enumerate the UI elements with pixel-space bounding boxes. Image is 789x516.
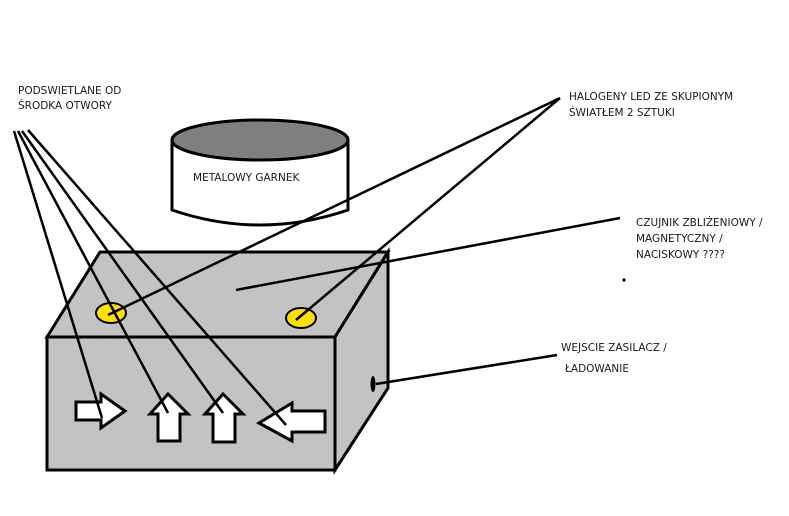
stray-dot [622,278,626,282]
label-power: WEJSCIE ZASILACZ / ŁADOWANIE [561,342,667,375]
label-line: ŚWIATŁEM 2 SZTUKI [569,106,675,119]
label-backlit-holes: PODSWIETLANE OD ŚRODKA OTWORY [18,85,121,112]
leader-line [27,129,287,426]
label-line: HALOGENY LED ZE SKUPIONYM [569,91,733,103]
leader-line [20,130,225,414]
label-line: NACISKOWY ???? [636,249,725,261]
leader-line [16,130,170,414]
arrow-up-2 [201,391,247,444]
label-line: ŚRODKA OTWORY [18,99,112,112]
pot-lid [170,118,350,162]
leader-line [375,353,558,386]
label-line: CZUJNIK ZBLIŻENIOWY / [636,216,763,229]
led-right [285,307,317,329]
leader-line [12,130,104,419]
label-line: MAGNETYCZNY / [636,233,723,245]
power-socket [370,376,376,392]
arrow-left [255,400,327,444]
leader-line [107,96,561,317]
label-sensor: CZUJNIK ZBLIŻENIOWY / MAGNETYCZNY / NACI… [636,216,763,261]
label-halogen: HALOGENY LED ZE SKUPIONYM ŚWIATŁEM 2 SZT… [569,91,733,119]
label-line: WEJSCIE ZASILACZ / [561,342,667,354]
leader-line [295,97,561,321]
front-arrows [74,391,327,444]
arrow-up-1 [146,391,192,443]
metal-pot: METALOWY GARNEK [170,118,350,227]
box-top [44,250,391,339]
pot-body [170,140,350,227]
label-line: PODSWIETLANE OD [18,85,121,97]
leader-lines [12,96,621,426]
label-line: ŁADOWANIE [564,363,629,375]
pot-label: METALOWY GARNEK [193,172,300,184]
leader-line [235,216,621,292]
